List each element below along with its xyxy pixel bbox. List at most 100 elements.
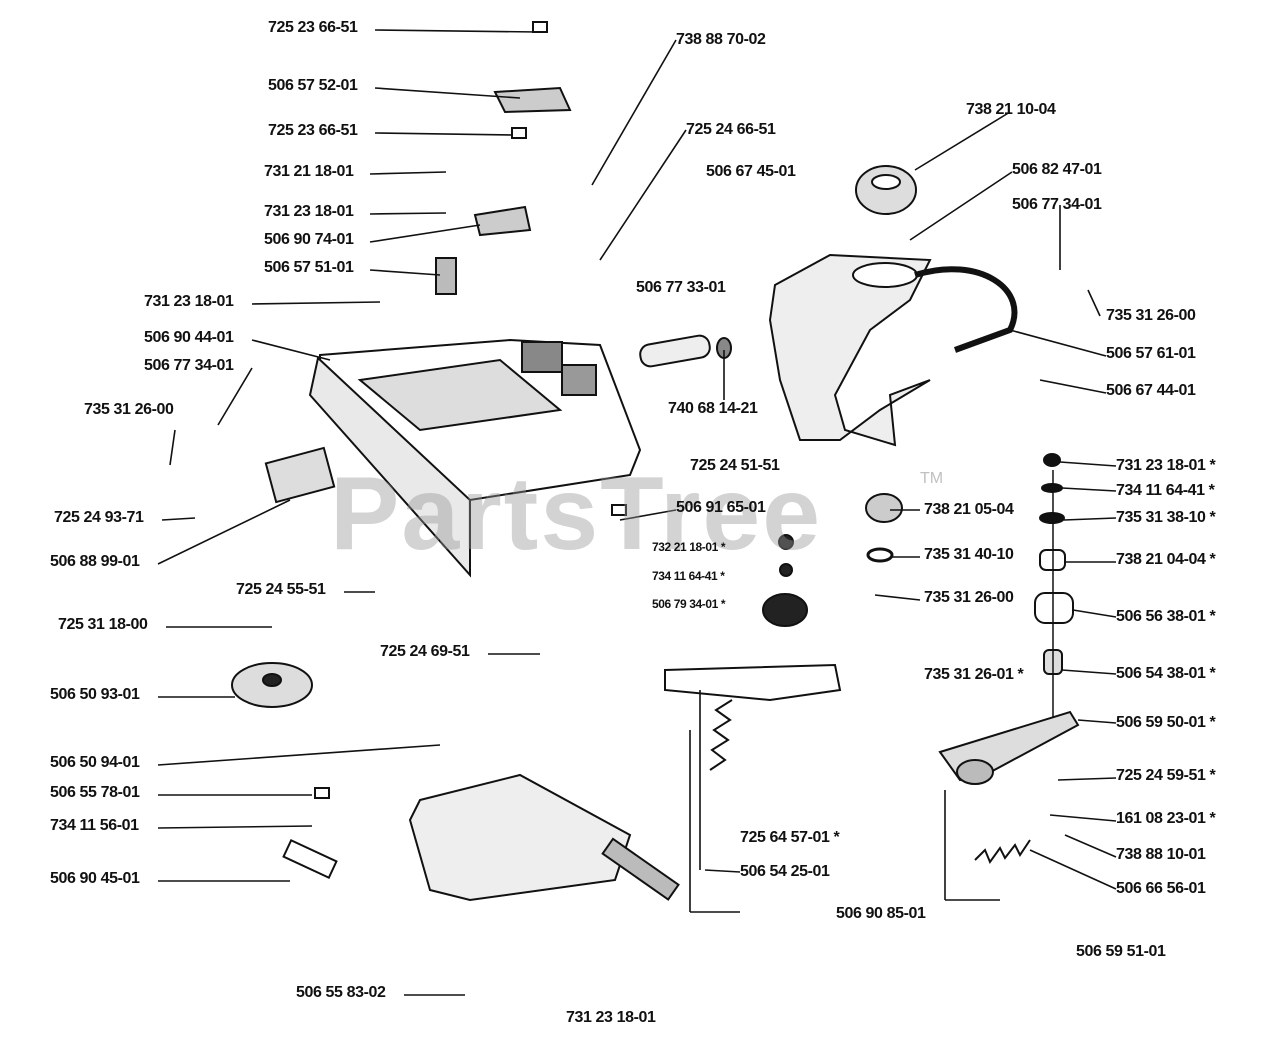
part-number-label[interactable]: 506 54 38-01 *	[1116, 665, 1216, 682]
bearing-bore	[871, 174, 901, 190]
part-number-label[interactable]: 725 64 57-01 *	[740, 829, 840, 846]
part-number-label[interactable]: 734 11 56-01	[50, 817, 139, 834]
gearbox-shaft-part	[601, 837, 680, 901]
part-number-label[interactable]: 506 77 33-01	[636, 279, 726, 296]
leader-line	[369, 171, 447, 175]
part-number-label[interactable]: 506 56 38-01 *	[1116, 608, 1216, 625]
part-number-label[interactable]: 731 23 18-01	[144, 293, 234, 310]
pulley-part	[762, 593, 808, 627]
shaft-part	[639, 334, 711, 368]
part-number-label[interactable]: 506 57 61-01	[1106, 345, 1196, 362]
leader-line	[599, 129, 687, 261]
part-number-label[interactable]: 506 88 99-01	[50, 553, 140, 570]
part-number-label[interactable]: 506 50 94-01	[50, 754, 140, 771]
leader-line	[1061, 487, 1117, 492]
part-number-label[interactable]: 506 50 93-01	[50, 686, 140, 703]
leader-line	[1061, 669, 1117, 675]
part-number-label[interactable]: 735 31 26-00	[1106, 307, 1196, 324]
part-number-label[interactable]: 161 08 23-01 *	[1116, 810, 1216, 827]
part-number-label[interactable]: 734 11 64-41 *	[652, 569, 725, 583]
part-number-label[interactable]: 734 11 64-41 *	[1116, 482, 1215, 499]
part-number-label[interactable]: 506 77 34-01	[144, 357, 234, 374]
part-number-label[interactable]: 506 59 50-01 *	[1116, 714, 1216, 731]
part-number-label[interactable]: 725 24 66-51	[686, 121, 776, 138]
bushing-part	[1034, 592, 1074, 624]
part-number-label[interactable]: 735 31 26-00	[84, 401, 174, 418]
part-number-label[interactable]: 725 23 66-51	[268, 19, 358, 36]
washer-part	[779, 563, 793, 577]
part-number-label[interactable]: 731 23 18-01	[264, 203, 354, 220]
part-number-label[interactable]: 738 88 10-01	[1116, 846, 1206, 863]
part-number-label[interactable]: 506 57 51-01	[264, 259, 354, 276]
part-number-label[interactable]: 732 21 18-01 *	[652, 540, 726, 554]
part-number-label[interactable]: 725 24 55-51	[236, 581, 326, 598]
part-number-label[interactable]: 738 88 70-02	[676, 31, 766, 48]
part-number-label[interactable]: 506 59 51-01	[1076, 943, 1166, 960]
part-number-label[interactable]: 506 55 78-01	[50, 784, 140, 801]
leader-line	[1072, 609, 1117, 618]
watermark: PartsTree	[330, 456, 823, 572]
leader-line	[1059, 461, 1117, 467]
leader-line	[1009, 329, 1107, 357]
part-number-label[interactable]: 506 82 47-01	[1012, 161, 1102, 178]
leader-line	[161, 517, 196, 521]
bracket-part	[493, 86, 572, 114]
part-number-label[interactable]: 725 24 69-51	[380, 643, 470, 660]
part-number-label[interactable]: 731 23 18-01 *	[1116, 457, 1216, 474]
part-number-label[interactable]: 731 21 18-01	[264, 163, 354, 180]
part-number-label[interactable]: 506 79 34-01 *	[652, 597, 726, 611]
leader-line	[704, 869, 741, 873]
part-number-label[interactable]: 506 90 85-01	[836, 905, 926, 922]
part-number-label[interactable]: 725 24 59-51 *	[1116, 767, 1216, 784]
washer-part	[1039, 512, 1065, 524]
leader-line	[374, 29, 539, 33]
spring-part	[709, 699, 733, 771]
leader-line	[157, 744, 441, 766]
part-number-label[interactable]: 506 54 25-01	[740, 863, 830, 880]
part-number-label[interactable]: 725 24 93-71	[54, 509, 144, 526]
part-number-label[interactable]: 740 68 14-21	[668, 400, 758, 417]
part-number-label[interactable]: 506 66 56-01	[1116, 880, 1206, 897]
bolt-part	[511, 127, 527, 139]
leader-line	[1039, 379, 1107, 394]
block-part	[521, 341, 563, 373]
part-number-label[interactable]: 506 77 34-01	[1012, 196, 1102, 213]
watermark-trademark: TM	[920, 470, 944, 487]
part-number-label[interactable]: 735 31 40-10	[924, 546, 1014, 563]
gearbox-part	[408, 773, 632, 902]
part-number-label[interactable]: 725 31 18-00	[58, 616, 148, 633]
frame-inner-part	[357, 358, 563, 432]
part-number-label[interactable]: 506 90 44-01	[144, 329, 234, 346]
part-number-label[interactable]: 738 21 04-04 *	[1116, 551, 1216, 568]
part-number-label[interactable]: 735 31 26-00	[924, 589, 1014, 606]
part-number-label[interactable]: 506 67 45-01	[706, 163, 796, 180]
housing-part	[768, 253, 932, 447]
leader-line	[157, 825, 313, 829]
part-number-label[interactable]: 738 21 05-04	[924, 501, 1014, 518]
frame-front-part	[308, 356, 471, 578]
bolt-part	[532, 21, 548, 33]
part-number-label[interactable]: 506 55 83-02	[296, 984, 386, 1001]
bolt-part	[611, 504, 627, 516]
part-number-label[interactable]: 506 91 65-01	[676, 499, 766, 516]
part-number-label[interactable]: 725 24 51-51	[690, 457, 780, 474]
leader-line	[1049, 814, 1117, 822]
part-number-label[interactable]: 735 31 38-10 *	[1116, 509, 1216, 526]
leader-line	[1077, 719, 1117, 724]
plate-part	[264, 446, 336, 504]
part-number-label[interactable]: 735 31 26-01 *	[924, 666, 1024, 683]
leader-line	[1064, 834, 1117, 858]
leader-line	[909, 171, 1013, 241]
idler-bracket-part	[664, 663, 842, 702]
block-part	[561, 364, 597, 396]
part-number-label[interactable]: 506 90 45-01	[50, 870, 140, 887]
part-number-label[interactable]: 731 23 18-01	[566, 1009, 656, 1026]
part-number-label[interactable]: 506 90 74-01	[264, 231, 354, 248]
part-number-label[interactable]: 725 23 66-51	[268, 122, 358, 139]
part-number-label[interactable]: 506 67 44-01	[1106, 382, 1196, 399]
washer-part	[1041, 483, 1063, 493]
part-number-label[interactable]: 506 57 52-01	[268, 77, 358, 94]
part-number-label[interactable]: 738 21 10-04	[966, 101, 1056, 118]
